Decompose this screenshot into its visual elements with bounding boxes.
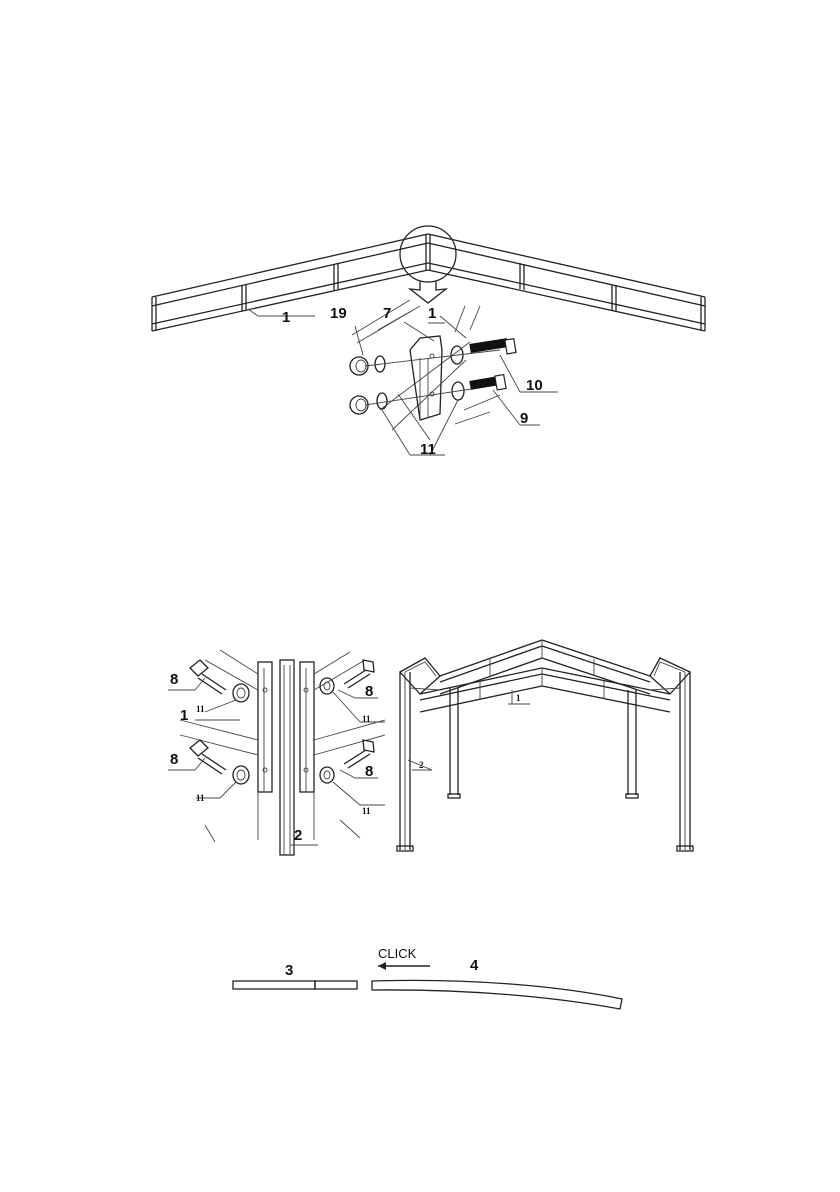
detail-arrow <box>410 281 446 303</box>
callout-washer-11-d: 11 <box>362 806 371 816</box>
figure-gazebo-frame: 1 2 <box>397 640 693 851</box>
tube-3 <box>233 981 357 989</box>
callout-beam-1: 1 <box>282 309 290 326</box>
callout-tube-4: 4 <box>470 957 479 974</box>
callout-leg-2: 2 <box>419 760 424 770</box>
tube-4 <box>372 980 622 1009</box>
callout-bolt-10: 10 <box>526 377 543 394</box>
washer-11-bottom-right <box>320 767 334 783</box>
callout-bolt-8-d: 8 <box>365 763 373 780</box>
frame-legs <box>397 672 693 851</box>
callout-bolt-8-c: 8 <box>365 683 373 700</box>
figure-corner-detail: 8 11 1 8 11 8 11 8 11 2 <box>168 650 385 855</box>
callout-washer-11-a: 11 <box>196 704 205 714</box>
callout-beam-1-detail: 1 <box>180 707 188 724</box>
callout-tube-3: 3 <box>285 962 293 979</box>
callout-washer-11: 11 <box>420 441 436 458</box>
figure-tube-click: 3 4 CLICK <box>233 946 622 1009</box>
bolt-short <box>469 375 506 390</box>
click-label: CLICK <box>378 946 417 961</box>
washer-11-bottom-left <box>233 766 249 784</box>
callout-roof-beam-1: 1 <box>516 693 521 703</box>
callout-washer-11-b: 11 <box>196 793 205 803</box>
post-2 <box>280 660 294 855</box>
callout-bolt-8-b: 8 <box>170 751 178 768</box>
frame-roof-rear <box>440 640 650 694</box>
callout-washer-11-c: 11 <box>362 714 371 724</box>
callout-post-2-detail: 2 <box>294 827 302 844</box>
figure-roof-ridge: 1 19 7 1 10 9 11 <box>152 226 705 458</box>
washer-11-top-left <box>233 684 249 702</box>
callout-bracket-7: 7 <box>383 305 391 322</box>
callout-beam-1b: 1 <box>428 305 436 322</box>
washer-11-top-right <box>320 678 334 694</box>
callout-nut-19: 19 <box>330 305 347 322</box>
washer-lower-left <box>377 393 387 409</box>
callout-bolt-8-a: 8 <box>170 671 178 688</box>
bolt-long <box>469 338 516 354</box>
ridge-detail <box>352 300 500 440</box>
click-arrow <box>378 962 430 970</box>
callout-bolt-9: 9 <box>520 410 528 427</box>
